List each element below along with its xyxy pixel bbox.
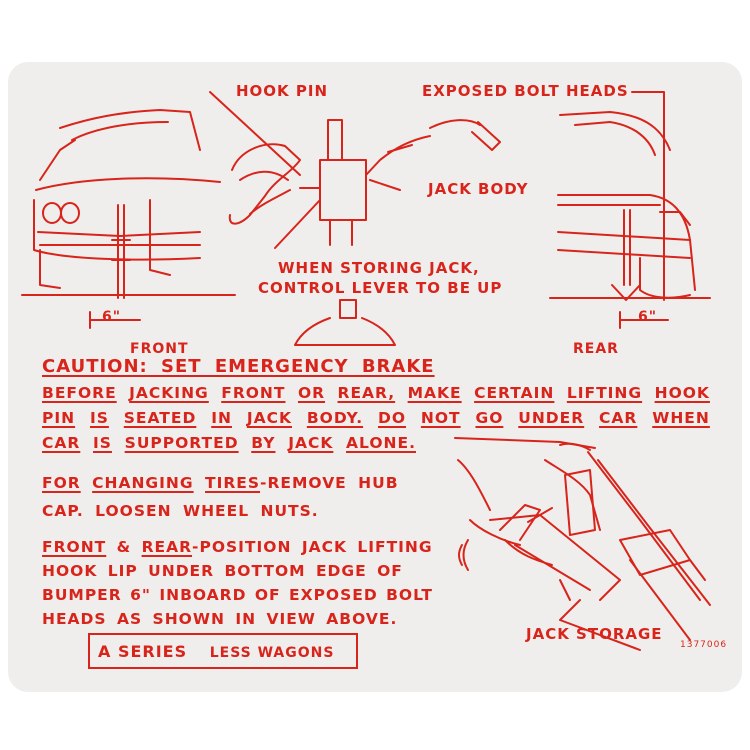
storing-jack-line2: CONTROL LEVER TO BE UP	[258, 279, 503, 297]
caution-line-1: BEFORE JACKING FRONT OR REAR, MAKE CERTA…	[42, 384, 710, 402]
decal-card	[8, 62, 742, 692]
rear-car-illustration	[549, 91, 711, 329]
front-dimension-label: 6"	[102, 309, 122, 325]
position-line-4: HEADS AS SHOWN IN VIEW ABOVE.	[42, 610, 398, 628]
rear-dimension-label: 6"	[638, 309, 658, 325]
exposed-bolt-heads-label: EXPOSED BOLT HEADS	[422, 82, 629, 100]
jack-illustration	[209, 91, 501, 346]
jack-body-label: JACK BODY	[428, 180, 529, 198]
jack-storage-label: JACK STORAGE	[526, 625, 663, 643]
front-view-label: FRONT	[130, 341, 189, 357]
series-sub: LESS WAGONS	[209, 645, 335, 661]
position-line-1: FRONT & REAR-POSITION JACK LIFTING	[42, 538, 433, 556]
storing-jack-line1: WHEN STORING JACK,	[278, 259, 480, 277]
hook-pin-label: HOOK PIN	[236, 82, 329, 100]
series-box	[88, 633, 358, 669]
rear-view-label: REAR	[573, 341, 619, 357]
caution-line-2: PIN IS SEATED IN JACK BODY. DO NOT GO UN…	[42, 409, 710, 427]
jack-storage-illustration	[454, 437, 711, 651]
part-number: 1377006	[680, 640, 728, 650]
caution-heading: CAUTION: SET EMERGENCY BRAKE	[42, 356, 435, 377]
series-label: A SERIES LESS WAGONS	[98, 642, 334, 661]
series-main: A SERIES	[98, 642, 188, 661]
tires-line-2: CAP. LOOSEN WHEEL NUTS.	[42, 502, 319, 520]
position-line-2: HOOK LIP UNDER BOTTOM EDGE OF	[42, 562, 403, 580]
tires-line-1: FOR CHANGING TIRES-REMOVE HUB	[42, 474, 399, 492]
caution-line-3: CAR IS SUPPORTED BY JACK ALONE.	[42, 434, 416, 452]
front-car-illustration	[21, 109, 236, 329]
position-line-3: BUMPER 6" INBOARD OF EXPOSED BOLT	[42, 586, 433, 604]
